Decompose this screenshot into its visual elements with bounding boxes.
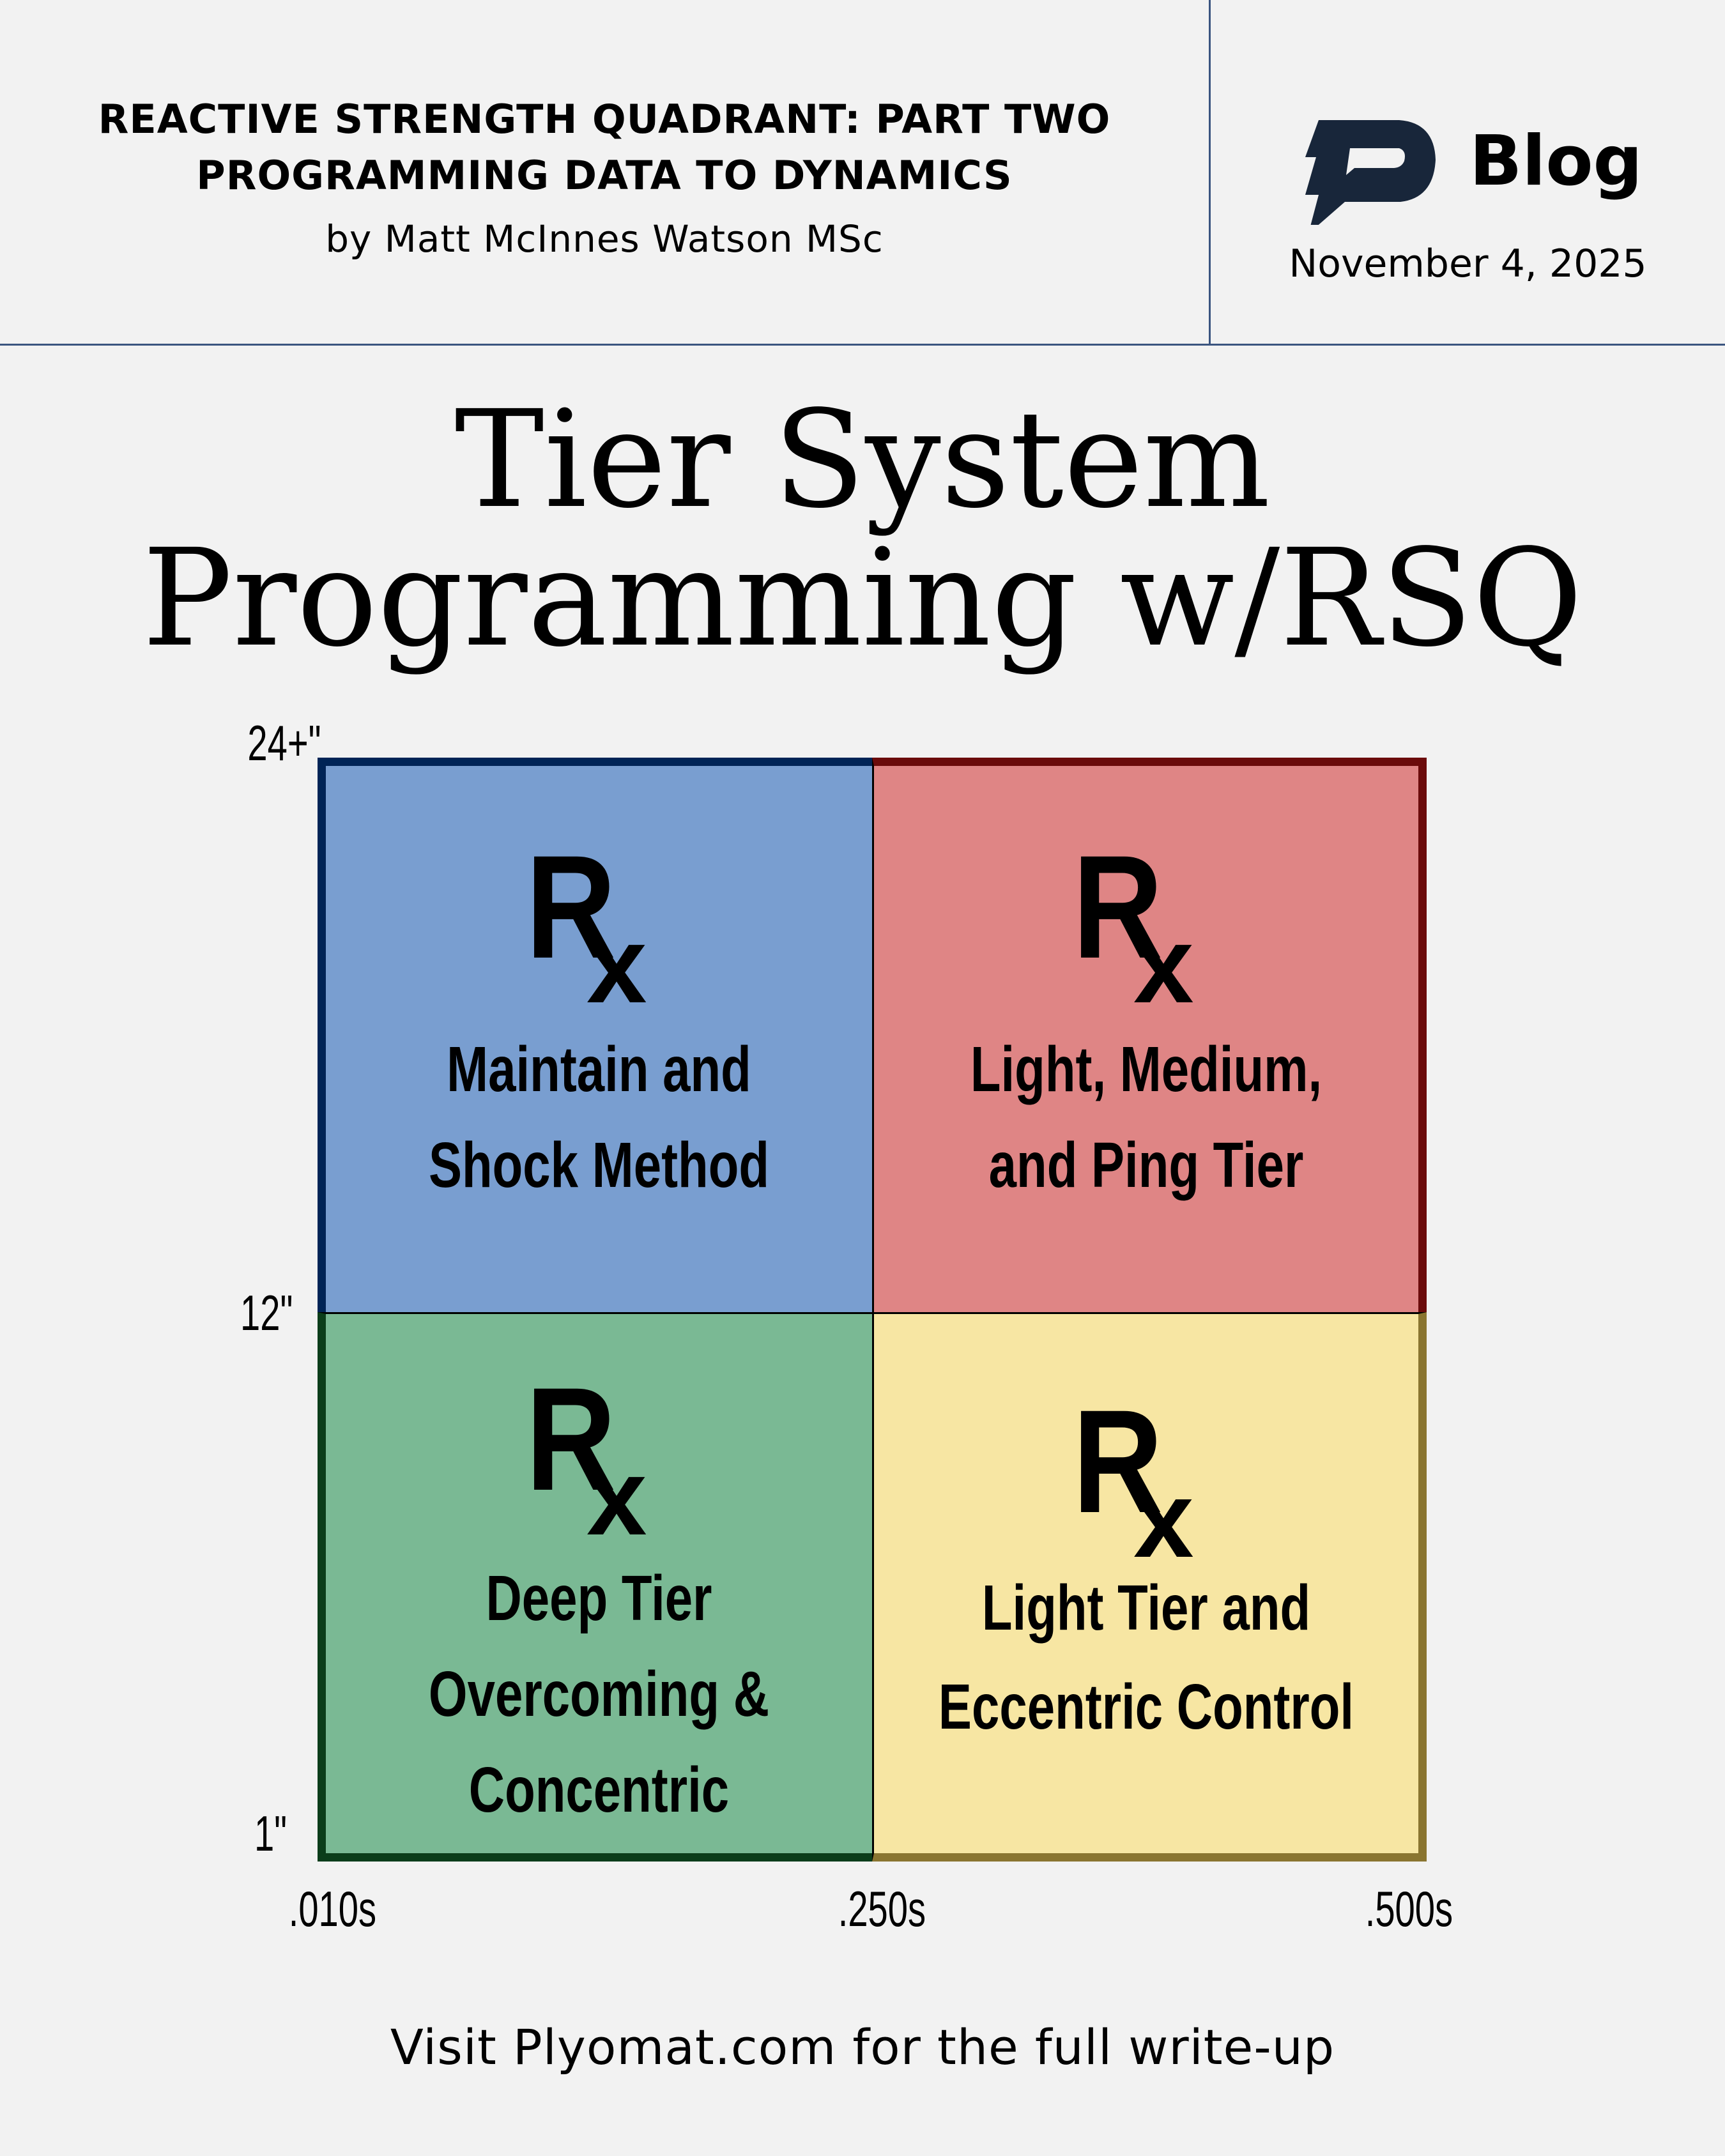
plyomat-logo-icon bbox=[1303, 120, 1438, 233]
headline-line1: Tier System bbox=[454, 381, 1271, 538]
x-tick-label: .010s bbox=[288, 1881, 377, 1937]
quadrant-label-line: Light Tier and bbox=[981, 1572, 1311, 1644]
quadrant-label-line: Overcoming & bbox=[428, 1658, 770, 1730]
svg-text:R: R bbox=[1073, 1407, 1163, 1544]
x-tick-label: .500s bbox=[1365, 1881, 1453, 1937]
quadrant-label-line: and Ping Tier bbox=[988, 1129, 1304, 1201]
article-series-title: REACTIVE STRENGTH QUADRANT: PART TWO bbox=[98, 96, 1111, 142]
quadrant-label-line: Concentric bbox=[468, 1754, 730, 1826]
blog-label: Blog bbox=[1469, 121, 1643, 201]
quadrant-label-line: Eccentric Control bbox=[938, 1671, 1354, 1743]
quadrant-label-line: Light, Medium, bbox=[970, 1034, 1322, 1105]
x-tick-label: .250s bbox=[838, 1881, 926, 1937]
y-tick-label: 12" bbox=[240, 1285, 293, 1341]
svg-text:x: x bbox=[1133, 1459, 1194, 1560]
headline-line2: Programming w/RSQ bbox=[142, 520, 1583, 677]
y-tick-label: 24+" bbox=[247, 715, 321, 771]
quadrant-label-line: Deep Tier bbox=[486, 1563, 712, 1634]
publish-date: November 4, 2025 bbox=[1289, 241, 1647, 286]
svg-text:x: x bbox=[586, 905, 647, 1005]
svg-text:R: R bbox=[526, 852, 616, 990]
svg-text:x: x bbox=[1133, 905, 1194, 1005]
svg-text:x: x bbox=[586, 1437, 647, 1538]
svg-text:R: R bbox=[1073, 852, 1163, 990]
footer-cta: Visit Plyomat.com for the full write-up bbox=[390, 2019, 1335, 2076]
byline: by Matt McInnes Watson MSc bbox=[325, 217, 884, 261]
svg-text:R: R bbox=[526, 1384, 616, 1522]
quadrant-label-line: Shock Method bbox=[428, 1129, 770, 1201]
y-tick-label: 1" bbox=[254, 1805, 288, 1862]
header-divider bbox=[0, 344, 1725, 346]
header-divider-vertical bbox=[1209, 0, 1211, 345]
article-subtitle: PROGRAMMING DATA TO DYNAMICS bbox=[196, 152, 1013, 199]
quadrant-label-line: Maintain and bbox=[447, 1034, 751, 1105]
